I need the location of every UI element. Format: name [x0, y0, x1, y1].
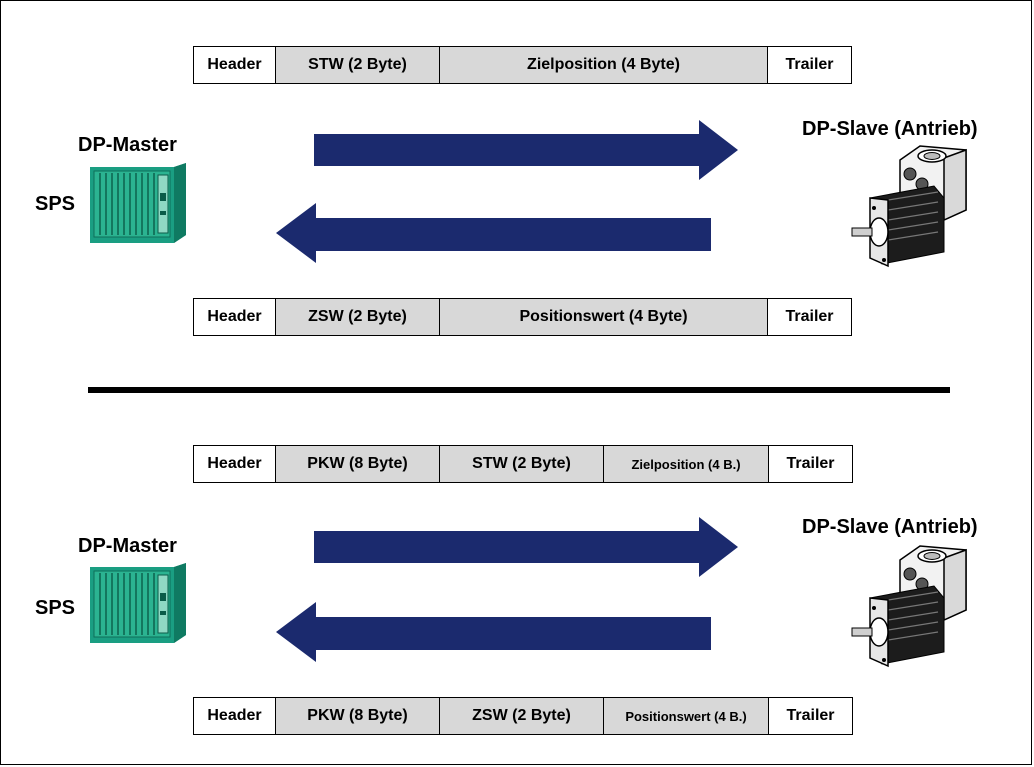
telegram-header: Header	[193, 697, 276, 735]
telegram-positionswert: Positionswert (4 B.)	[603, 697, 769, 735]
telegram-header: Header	[193, 298, 276, 336]
top-out-telegram: Header STW (2 Byte) Zielposition (4 Byte…	[193, 46, 852, 84]
telegram-header: Header	[193, 445, 276, 483]
plc-rack-icon	[90, 163, 186, 243]
top-dp-slave-label: DP-Slave (Antrieb)	[802, 118, 978, 140]
bottom-dp-slave-label: DP-Slave (Antrieb)	[802, 516, 978, 538]
telegram-zsw: ZSW (2 Byte)	[275, 298, 440, 336]
bottom-dp-master-label: DP-Master	[78, 535, 177, 557]
arrow-right-icon	[314, 517, 738, 577]
telegram-header: Header	[193, 46, 276, 84]
top-in-telegram: Header ZSW (2 Byte) Positionswert (4 Byt…	[193, 298, 852, 336]
telegram-stw: STW (2 Byte)	[439, 445, 604, 483]
telegram-stw: STW (2 Byte)	[275, 46, 440, 84]
servo-motor-icon	[851, 545, 967, 668]
plc-rack-icon	[90, 563, 186, 643]
bottom-in-telegram: Header PKW (8 Byte) ZSW (2 Byte) Positio…	[193, 697, 853, 735]
telegram-zielposition: Zielposition (4 Byte)	[439, 46, 768, 84]
arrow-right-icon	[314, 120, 738, 180]
top-dp-master-label: DP-Master	[78, 134, 177, 156]
arrow-left-icon	[276, 203, 711, 263]
telegram-pkw: PKW (8 Byte)	[275, 697, 440, 735]
bottom-out-telegram: Header PKW (8 Byte) STW (2 Byte) Zielpos…	[193, 445, 853, 483]
telegram-trailer: Trailer	[767, 46, 852, 84]
telegram-positionswert: Positionswert (4 Byte)	[439, 298, 768, 336]
servo-motor-icon	[851, 145, 967, 268]
telegram-zielposition: Zielposition (4 B.)	[603, 445, 769, 483]
bottom-sps-label: SPS	[35, 597, 76, 619]
telegram-pkw: PKW (8 Byte)	[275, 445, 440, 483]
telegram-trailer: Trailer	[768, 445, 853, 483]
section-divider	[88, 387, 950, 393]
top-sps-label: SPS	[35, 193, 76, 215]
telegram-trailer: Trailer	[768, 697, 853, 735]
arrow-left-icon	[276, 602, 711, 662]
telegram-zsw: ZSW (2 Byte)	[439, 697, 604, 735]
telegram-trailer: Trailer	[767, 298, 852, 336]
